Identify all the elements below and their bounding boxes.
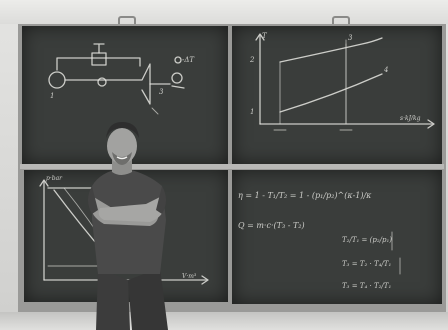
- equation-t3-b: T₃ = T₄ · T₂/T₁: [342, 282, 391, 290]
- point-label-4: 4: [383, 66, 388, 74]
- blackboard-bottom-right: η = 1 - T₁/T₂ = 1 - (p₁/p₂)^(κ-1)/κ Q = …: [232, 170, 442, 304]
- lecturer-right-leg: [128, 268, 168, 330]
- chalk-tray: [20, 164, 444, 169]
- equation-t3-a: T₃ = T₂ · T₄/T₁: [342, 260, 391, 268]
- equation-efficiency: η = 1 - T₁/T₂ = 1 - (p₁/p₂)^(κ-1)/κ: [238, 191, 372, 200]
- label-state-3: 3: [159, 88, 164, 96]
- board-hook-left: [118, 16, 136, 24]
- lecturer-left-leg: [96, 268, 130, 330]
- equation-heat: Q = m·c·(T₃ - T₂): [238, 221, 305, 230]
- axis-label-s: s·kJ/kg: [400, 115, 421, 122]
- equation-ratio: T₂/T₁ = (p₂/p₁): [342, 236, 392, 244]
- lecturer-smile: [116, 156, 128, 160]
- ts-diagram: T 3 4 2 1 s·kJ/kg: [249, 32, 435, 131]
- cycle-schematic: -ΔT 3 1: [48, 43, 195, 115]
- point-label-3: 3: [348, 34, 353, 42]
- label-delta-t: -ΔT: [182, 56, 195, 64]
- equation-board: η = 1 - T₁/T₂ = 1 - (p₁/p₂)^(κ-1)/κ Q = …: [238, 191, 401, 290]
- axis-label-p: p·bar: [46, 175, 63, 182]
- lecturer-left-sleeve: [88, 186, 98, 214]
- board-hook-right: [332, 16, 350, 24]
- lecturer-hair: [106, 122, 139, 138]
- point-label-1: 1: [250, 108, 254, 116]
- lecturer-arm-upper: [98, 196, 165, 222]
- point-label-2: 2: [249, 56, 255, 64]
- label-state-1: 1: [50, 92, 54, 100]
- axis-label-v: V·m³: [182, 273, 197, 280]
- blackboard-top-right: T 3 4 2 1 s·kJ/kg: [232, 26, 442, 164]
- wall: [0, 0, 448, 24]
- axis-label-t: T: [262, 32, 268, 40]
- lecturer-right-sleeve: [156, 186, 166, 214]
